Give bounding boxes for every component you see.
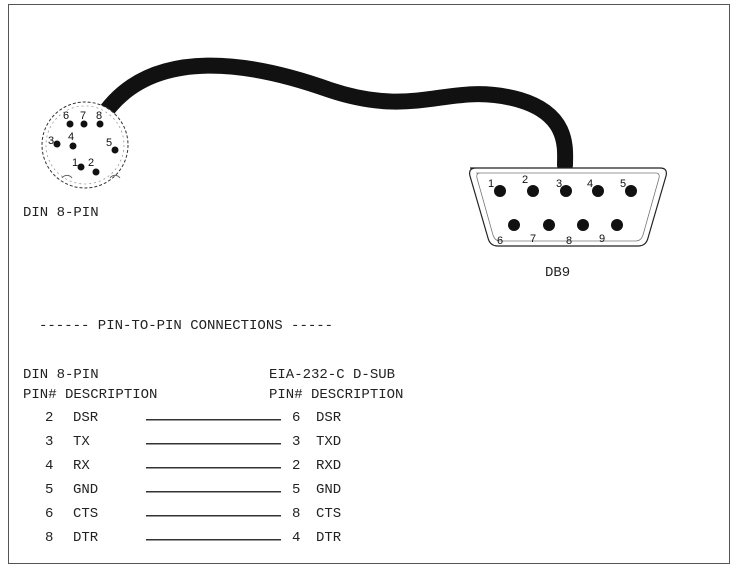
- dsub-pin-number: 4: [292, 530, 301, 546]
- din-pin-4: [69, 142, 77, 150]
- connection-row: 4 RX 2 RXD: [23, 458, 483, 478]
- dsub-pin-number: 3: [292, 434, 301, 450]
- din-pin-label-3: 3: [48, 135, 54, 147]
- dsub-pin-description: CTS: [316, 506, 342, 522]
- din-pin-label-5: 5: [106, 137, 112, 149]
- din-column-header: PIN# DESCRIPTION: [23, 387, 158, 403]
- connections-title: ------ PIN-TO-PIN CONNECTIONS -----: [39, 318, 334, 334]
- connection-row: 3 TX 3 TXD: [23, 434, 483, 454]
- db9-pin-8: [577, 219, 589, 231]
- dsub-pin-description: GND: [316, 482, 342, 498]
- din-pin-8: [96, 120, 104, 128]
- din-pin-1: [77, 163, 85, 171]
- din-pin-description: DSR: [73, 410, 99, 426]
- dsub-header: EIA-232-C D-SUB: [269, 367, 396, 383]
- db9-pin-label-5: 5: [620, 178, 626, 190]
- db9-pin-label-2: 2: [522, 174, 528, 186]
- din-pin-2: [92, 168, 100, 176]
- db9-pin-label-9: 9: [599, 233, 605, 245]
- db9-pin-label-7: 7: [530, 233, 536, 245]
- din-pin-number: 8: [45, 530, 54, 546]
- din-pin-label-1: 1: [72, 157, 78, 169]
- din-pin-description: GND: [73, 482, 99, 498]
- db9-pin-3: [560, 185, 572, 197]
- db9-pin-4: [592, 185, 604, 197]
- db9-pin-1: [494, 185, 506, 197]
- dsub-pin-description: DSR: [316, 410, 342, 426]
- din-pin-description: RX: [73, 458, 90, 474]
- connection-wire: [146, 491, 281, 493]
- connection-wire: [146, 539, 281, 541]
- din-label: DIN 8-PIN: [23, 205, 99, 221]
- din-pin-number: 3: [45, 434, 54, 450]
- connection-wire: [146, 443, 281, 445]
- din-connector: 6 7 8 3 4 5 1 2: [41, 101, 129, 189]
- db9-pin-6: [508, 219, 520, 231]
- connection-wire: [146, 515, 281, 517]
- din-pin-6: [66, 120, 74, 128]
- din-pin-7: [80, 120, 88, 128]
- din-pin-label-2: 2: [88, 157, 94, 169]
- cable: [92, 57, 574, 173]
- dsub-column-header: PIN# DESCRIPTION: [269, 387, 404, 403]
- db9-pin-label-8: 8: [566, 235, 572, 247]
- din-pin-description: CTS: [73, 506, 99, 522]
- db9-pin-9: [611, 219, 623, 231]
- db9-pin-label-6: 6: [497, 235, 503, 247]
- dsub-pin-number: 5: [292, 482, 301, 498]
- db9-connector: 1 2 3 4 5 6 7 8 9: [469, 167, 667, 247]
- dsub-pin-number: 8: [292, 506, 301, 522]
- connection-row: 8 DTR 4 DTR: [23, 530, 483, 550]
- din-pin-label-4: 4: [68, 131, 74, 143]
- din-pin-description: DTR: [73, 530, 99, 546]
- connection-row: 6 CTS 8 CTS: [23, 506, 483, 526]
- din-pin-number: 5: [45, 482, 54, 498]
- din-pin-number: 6: [45, 506, 54, 522]
- db9-pin-2: [527, 185, 539, 197]
- db9-pin-7: [543, 219, 555, 231]
- dsub-pin-number: 2: [292, 458, 301, 474]
- db9-label: DB9: [545, 265, 571, 281]
- din-pin-3: [53, 140, 61, 148]
- din-pin-number: 4: [45, 458, 54, 474]
- din-pin-label-6: 6: [63, 110, 69, 122]
- din-pin-number: 2: [45, 410, 54, 426]
- din-pin-label-8: 8: [96, 110, 102, 122]
- db9-pin-label-3: 3: [556, 178, 562, 190]
- db9-pin-label-4: 4: [587, 178, 593, 190]
- connection-row: 5 GND 5 GND: [23, 482, 483, 502]
- db9-pin-label-1: 1: [488, 178, 494, 190]
- connection-wire: [146, 467, 281, 469]
- dsub-pin-number: 6: [292, 410, 301, 426]
- dsub-pin-description: DTR: [316, 530, 342, 546]
- db9-pin-5: [625, 185, 637, 197]
- din-header: DIN 8-PIN: [23, 367, 99, 383]
- dsub-pin-description: RXD: [316, 458, 342, 474]
- din-pin-label-7: 7: [80, 110, 86, 122]
- din-pin-5: [111, 146, 119, 154]
- din-pin-description: TX: [73, 434, 90, 450]
- dsub-pin-description: TXD: [316, 434, 342, 450]
- connection-row: 2 DSR 6 DSR: [23, 410, 483, 430]
- connection-wire: [146, 419, 281, 421]
